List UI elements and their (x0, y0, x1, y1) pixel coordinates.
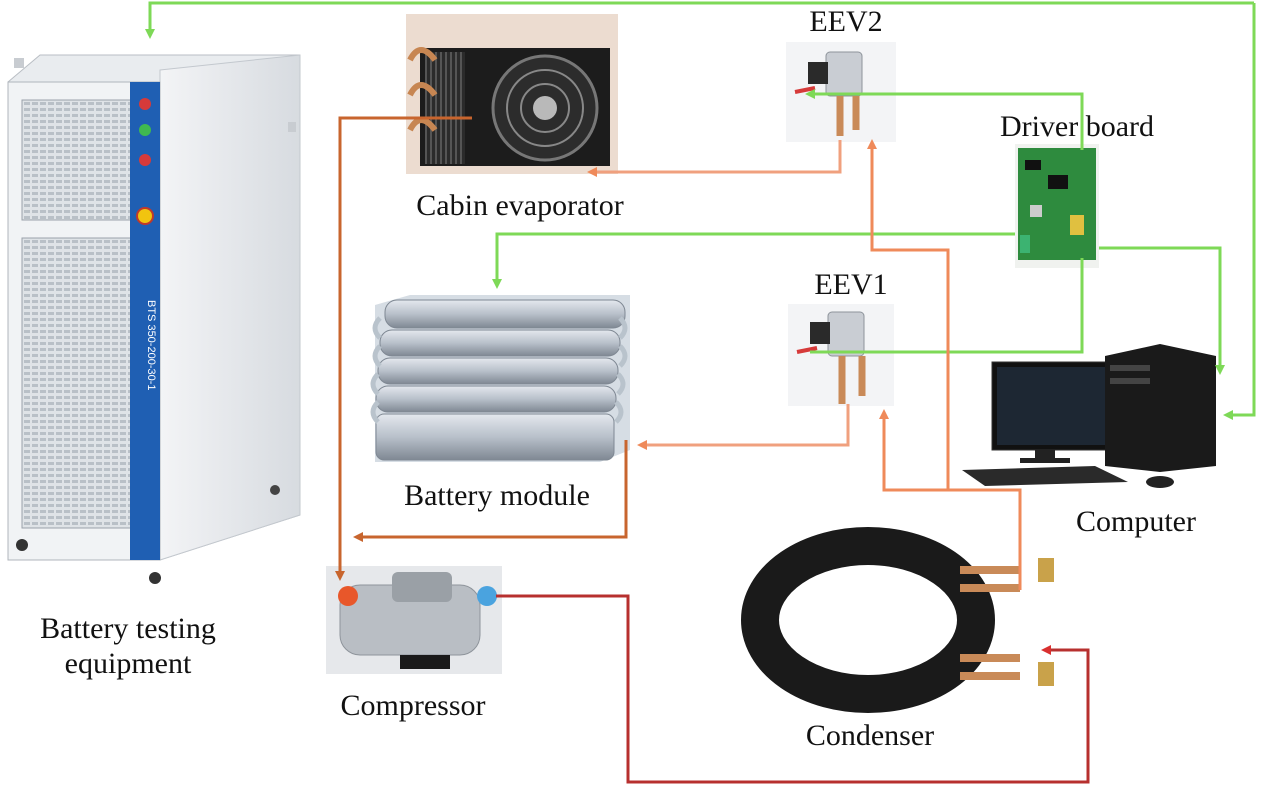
signal-lines (145, 1, 1256, 420)
computer-label: Computer (1076, 505, 1196, 538)
computer (962, 344, 1216, 488)
driver-board-label: Driver board (1000, 110, 1154, 143)
battery-module (370, 295, 630, 462)
eev2-label: EEV2 (809, 5, 882, 38)
compressor (326, 566, 502, 674)
condenser-label: Condenser (806, 719, 934, 752)
compressor-label: Compressor (341, 689, 486, 722)
equipment-model-text: BTS 350-200-30-1 (145, 300, 157, 391)
battery-testing-equipment: BTS 350-200-30-1 (7, 54, 301, 584)
battery-module-label: Battery module (404, 479, 590, 512)
driver-board (1015, 144, 1099, 268)
eev2-valve (786, 42, 896, 142)
cabin-evaporator (406, 14, 618, 174)
condenser (741, 527, 1054, 713)
refrigerant-lines (335, 116, 1090, 784)
battery-testing-equipment-label-line1: Battery testing (40, 612, 216, 645)
cabin-evaporator-label: Cabin evaporator (416, 189, 623, 222)
battery-testing-equipment-label-line2: equipment (65, 647, 192, 680)
eev1-label: EEV1 (814, 268, 887, 301)
eev1-valve (788, 304, 894, 406)
